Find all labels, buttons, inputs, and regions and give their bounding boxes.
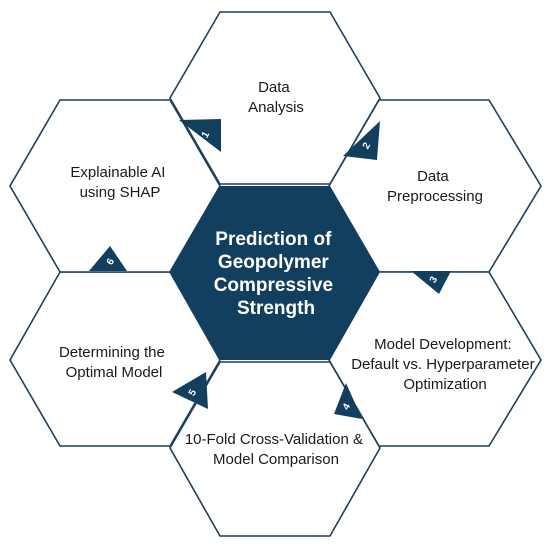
- step-badge-number: 1: [200, 129, 213, 140]
- step-4-label: 10-Fold Cross-Validation & Model Compari…: [185, 431, 367, 468]
- badge-triangle: [334, 383, 362, 419]
- hexagon-step-5: Determining the Optimal Model: [9, 271, 221, 447]
- step-badge-4: 4: [334, 383, 362, 419]
- step-badges: 1 2 3 4 5 6: [89, 119, 451, 419]
- badge-triangle: [411, 271, 451, 294]
- step-3-label: Model Development: Default vs. Hyperpara…: [351, 336, 539, 393]
- step-badge-number: 2: [361, 140, 374, 151]
- step-badge-number: 4: [341, 401, 354, 412]
- step-badge-5: 5: [172, 372, 208, 409]
- step-badge-number: 6: [105, 256, 118, 267]
- hexagon-step-1: Data Analysis: [169, 11, 381, 185]
- hexagon-step-2: Data Preprocessing: [328, 99, 542, 273]
- hexagon-step-4: 10-Fold Cross-Validation & Model Compari…: [169, 361, 381, 537]
- step-badge-number: 5: [187, 387, 200, 398]
- hexagon-step-3: Model Development: Default vs. Hyperpara…: [328, 271, 542, 447]
- hexagon-outline: [169, 361, 381, 537]
- step-1-label: Data Analysis: [248, 79, 304, 116]
- badge-triangle: [179, 119, 221, 152]
- step-badge-3: 3: [411, 271, 451, 294]
- center-title: Prediction of Geopolymer Compressive Str…: [214, 229, 339, 319]
- step-5-label: Determining the Optimal Model: [59, 344, 169, 381]
- step-badge-6: 6: [89, 246, 127, 271]
- center-hexagon: Prediction of Geopolymer Compressive Str…: [170, 186, 380, 360]
- badge-triangle: [172, 372, 208, 409]
- step-badge-2: 2: [343, 121, 380, 160]
- badge-triangle: [89, 246, 127, 271]
- step-6-label: Explainable AI using SHAP: [70, 164, 169, 201]
- step-badge-1: 1: [179, 119, 221, 152]
- step-2-label: Data Preprocessing: [387, 168, 483, 205]
- center-hexagon-fill: [170, 186, 380, 360]
- hexagon-outline: [169, 11, 381, 185]
- step-badge-number: 3: [428, 274, 441, 285]
- badge-triangle: [343, 121, 380, 160]
